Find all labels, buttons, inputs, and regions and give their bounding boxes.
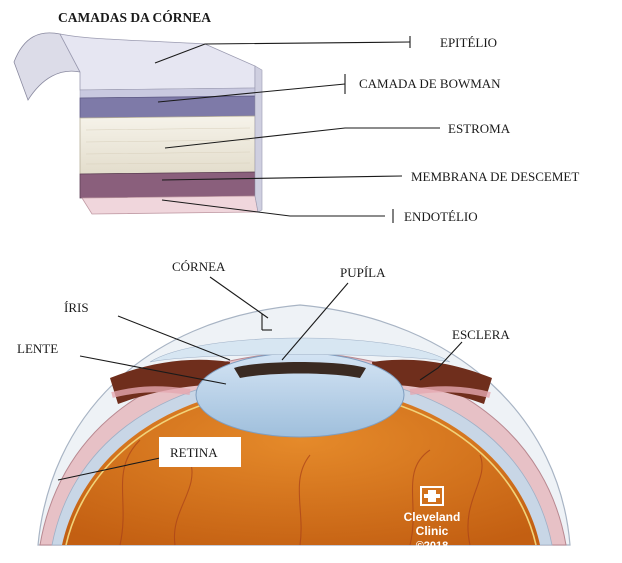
watermark-line2: Clinic: [416, 524, 449, 538]
diagram-title: CAMADAS DA CÓRNEA: [58, 10, 211, 25]
label-estroma: ESTROMA: [448, 121, 511, 136]
label-descemet: MEMBRANA DE DESCEMET: [411, 169, 579, 184]
layer-bowman: [80, 96, 255, 118]
watermark-line3: ©2018: [416, 540, 449, 552]
label-bowman: CAMADA DE BOWMAN: [359, 76, 501, 91]
label-endotelio: ENDOTÉLIO: [404, 209, 478, 224]
layer-endotelio: [82, 196, 258, 214]
label-epitelio: EPITÉLIO: [440, 35, 497, 50]
cornea-layers-block: [14, 33, 262, 214]
label-iris: ÍRIS: [64, 300, 89, 315]
label-pupila: PUPÍLA: [340, 265, 386, 280]
label-cornea: CÓRNEA: [172, 259, 226, 274]
label-esclera: ESCLERA: [452, 327, 510, 342]
watermark-line1: Cleveland: [404, 510, 461, 524]
label-retina: RETINA: [170, 445, 218, 460]
layer-estroma: [80, 116, 255, 174]
label-lente: LENTE: [17, 341, 58, 356]
layer-descemet: [80, 172, 255, 198]
